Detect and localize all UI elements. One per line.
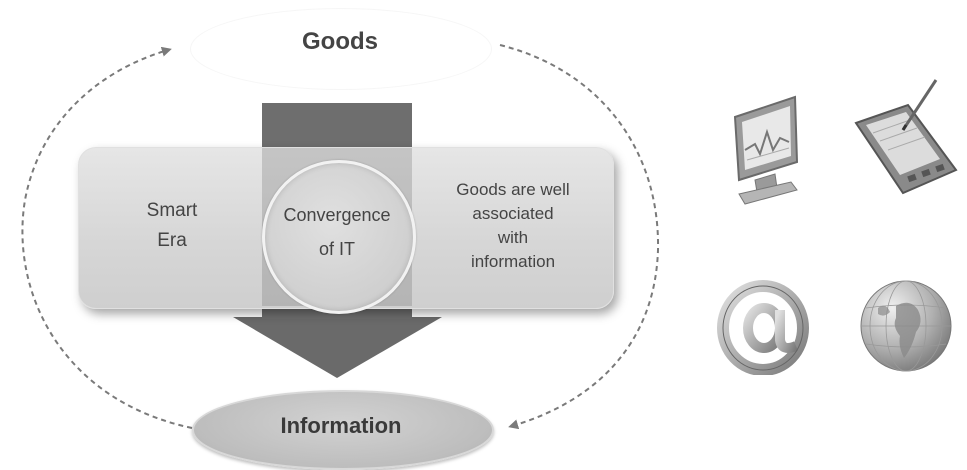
information-label: Information <box>280 413 402 438</box>
convergence-label: Convergence of IT <box>283 205 391 259</box>
tablet-stylus-icon <box>854 79 958 195</box>
smart-era-label: Smart Era <box>146 200 198 251</box>
globe-icon <box>860 280 952 372</box>
convergence-circle <box>262 160 416 314</box>
goods-associated-label: Goods are well associated with informati… <box>456 180 570 271</box>
at-sign-icon <box>717 280 809 375</box>
goods-ellipse-outline <box>190 8 492 90</box>
right-dashed-arrow <box>499 44 660 430</box>
goods-label: Goods <box>302 28 378 55</box>
monitor-icon <box>733 95 799 205</box>
information-ellipse <box>192 390 494 470</box>
left-dashed-arrow <box>21 46 193 429</box>
